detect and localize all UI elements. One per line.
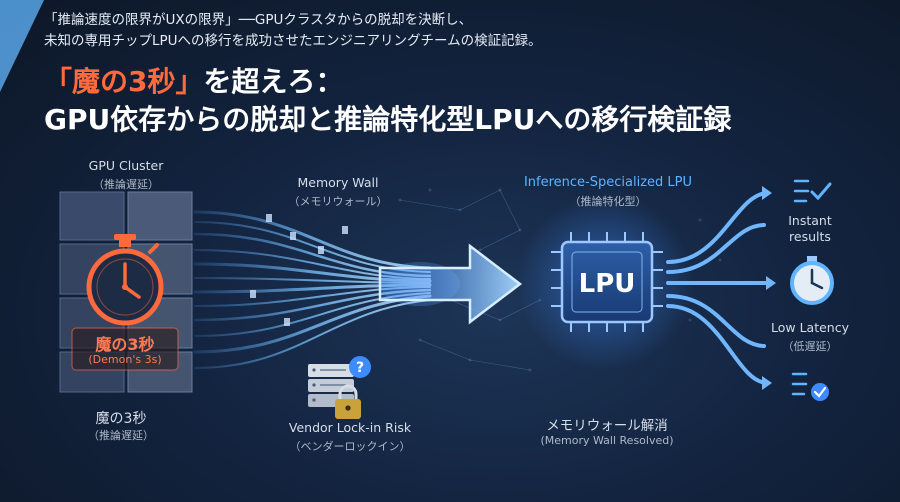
instant-label: Instant <box>788 213 832 228</box>
title-highlight: 「魔の3秒」 <box>44 65 204 98</box>
gpu-bottom-sublabel: （推論遅延） <box>88 429 154 442</box>
chip-label: LPU <box>579 269 636 299</box>
clock-icon <box>790 256 834 305</box>
subtitle-line-2: 未知の専用チップLPUへの移行を成功させたエンジニアリングチームの検証記録。 <box>44 33 542 49</box>
chip-icon <box>517 194 693 370</box>
title-line-1: 「魔の3秒」を超えろ： <box>44 60 344 100</box>
checklist-icon <box>791 372 829 401</box>
lpu-label: Inference-Specialized LPU <box>523 175 693 190</box>
vendor-lock-label: Vendor Lock-in Risk <box>288 420 412 435</box>
memory-wall-sublabel: （メモリウォール） <box>288 195 388 208</box>
low-latency-label: Low Latency <box>771 320 849 335</box>
memory-wall-resolved-sublabel: (Memory Wall Resolved) <box>540 434 674 447</box>
vendor-lock-sublabel: （ベンダーロックイン） <box>289 440 411 453</box>
lock-icon <box>335 384 361 419</box>
arrow-icon <box>378 243 523 325</box>
subtitle-line-1: 「推論速度の限界がUXの限界」──GPUクラスタからの脱却を決断し、 <box>44 12 473 28</box>
output-arrowheads <box>762 186 776 390</box>
checklist-icon <box>793 179 832 203</box>
gpu-cluster-sublabel: （推論遅延） <box>93 178 159 191</box>
stopwatch-icon <box>86 234 164 326</box>
output-arrows <box>666 191 772 385</box>
lpu-sublabel: （推論特化型） <box>569 195 647 208</box>
memory-wall-label: Memory Wall <box>297 175 379 190</box>
gpu-cluster-label: GPU Cluster <box>88 158 164 173</box>
demon-label-box <box>71 327 179 371</box>
low-latency-sublabel: （低遅延） <box>782 340 838 353</box>
svg-text:?: ? <box>356 360 364 376</box>
corner-accent <box>0 0 44 92</box>
instant-label-2: results <box>789 229 831 244</box>
gpu-bottom-label: 魔の3秒 <box>95 411 147 427</box>
subtitle: 「推論速度の限界がUXの限界」──GPUクラスタからの脱却を決断し、 未知の専用… <box>44 10 542 52</box>
document-icons <box>250 214 348 326</box>
memory-wall-resolved-label: メモリウォール解消 <box>546 418 668 434</box>
server-question-icon: ? <box>308 356 371 407</box>
demon-sublabel: (Demon's 3s) <box>88 353 162 366</box>
demon-label: 魔の3秒 <box>95 335 155 354</box>
title-line-1-rest: を超えろ： <box>203 65 344 98</box>
title-line-2: GPU依存からの脱却と推論特化型LPUへの移行検証録 <box>44 103 732 136</box>
gpu-cluster <box>59 191 193 393</box>
